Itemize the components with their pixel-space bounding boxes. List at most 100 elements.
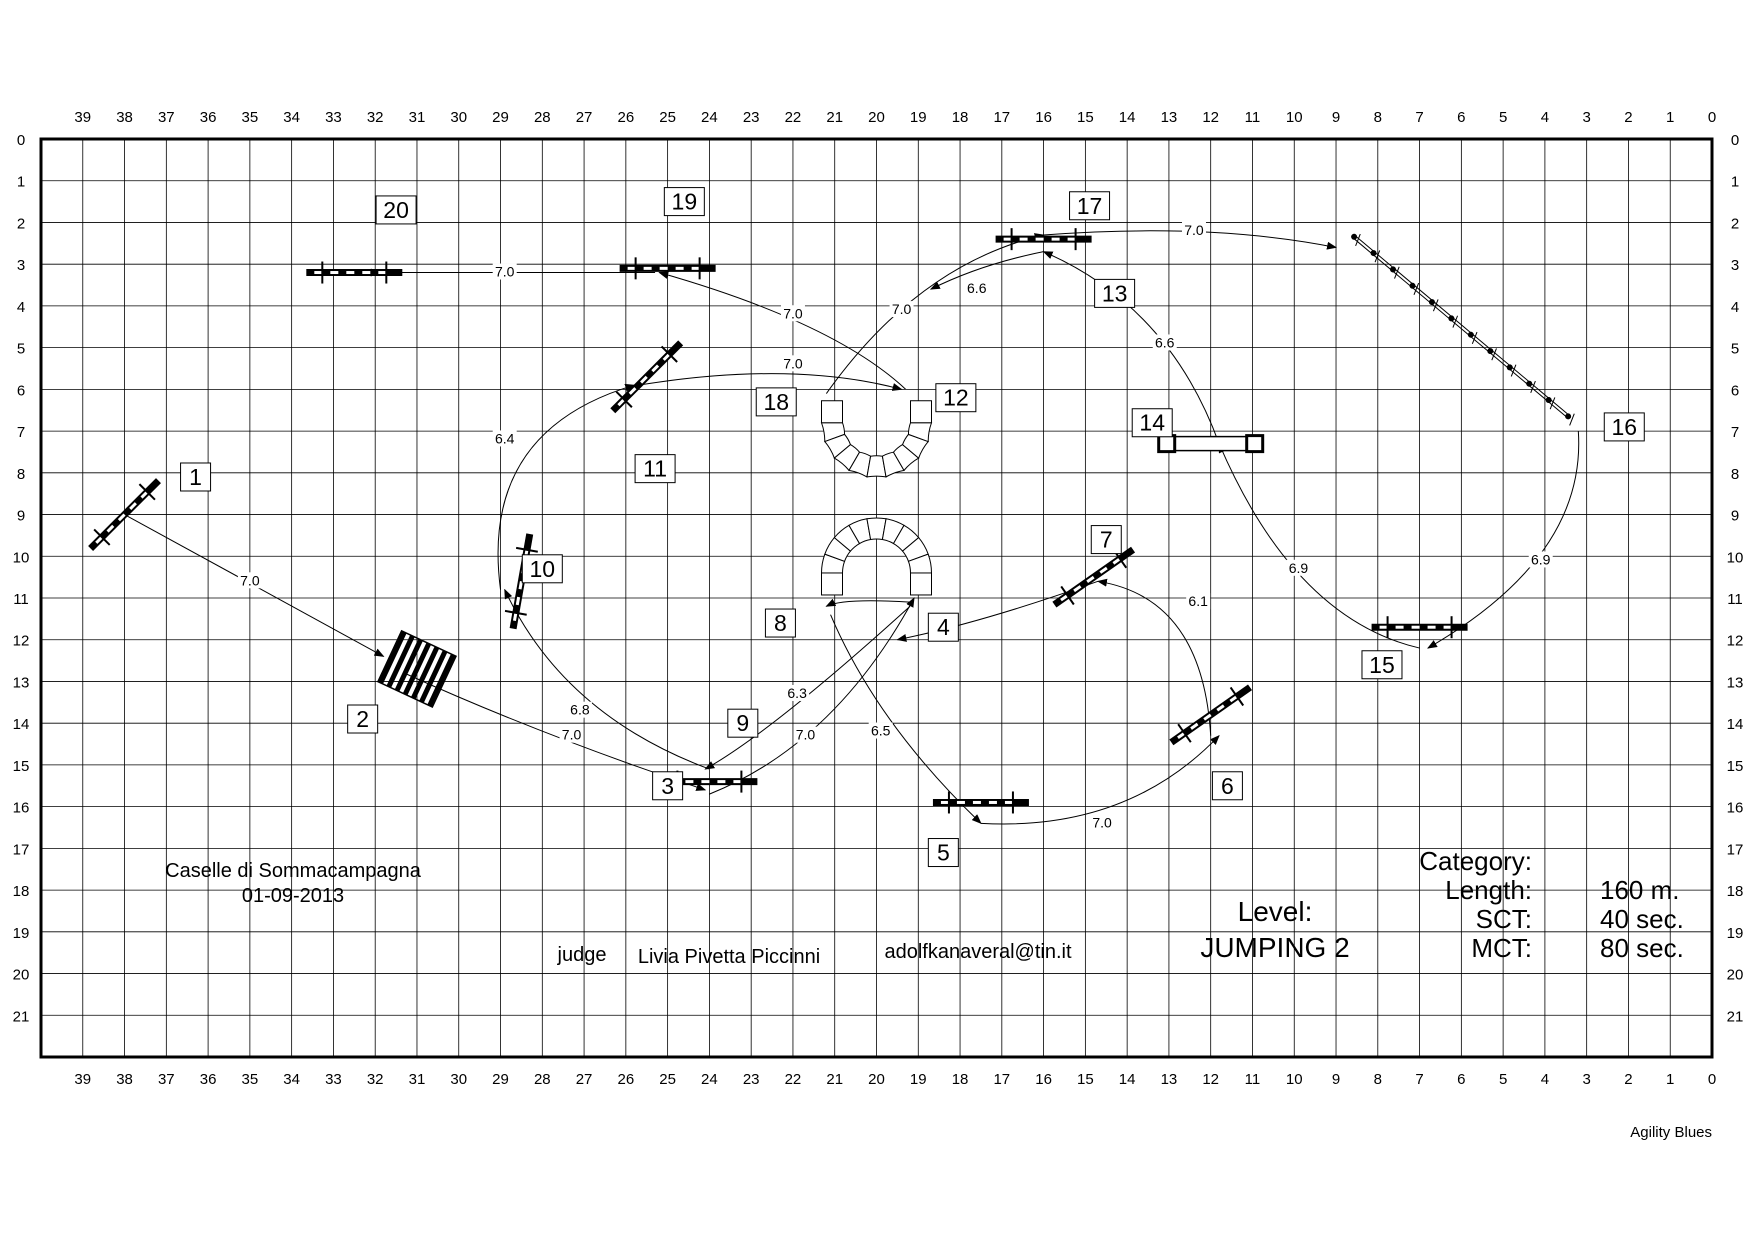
path-segment [504,588,710,770]
x-axis-label: 7 [1415,1071,1423,1088]
y-axis-label: 8 [1731,466,1739,483]
number-box [927,612,959,642]
path-segment [704,605,911,770]
x-axis-label: 18 [952,109,969,126]
number-label: 6 [1221,773,1234,799]
number-label: 13 [1102,280,1128,306]
weave-mark [1355,233,1361,247]
x-axis-label: 21 [826,109,843,126]
x-axis-label: 38 [116,109,133,126]
weave-pole [1506,364,1513,371]
rack-slat [402,642,432,696]
sct-label: SCT: [1476,904,1532,934]
x-axis-label: 11 [1245,109,1261,126]
jump-stripe [512,612,518,621]
y-axis-label: 9 [1731,508,1739,525]
obstacle-tunnel-arc [820,517,933,596]
y-axis-label: 18 [13,883,30,900]
distance-label-bg [793,726,818,743]
distance-label: 7.0 [562,727,582,743]
x-axis-label: 28 [534,109,551,126]
weave-pole [1428,299,1435,306]
distance-label: 6.4 [495,430,515,446]
y-axis-label: 0 [1731,132,1739,149]
path-segment [497,383,636,590]
x-axis-label: 18 [952,1071,969,1088]
rack-slat [427,653,456,707]
jump-wing [515,546,538,553]
x-axis-label: 30 [450,1071,467,1088]
y-axis-label: 19 [13,925,30,942]
x-axis-label: 15 [1077,1071,1094,1088]
number-label: 7 [1100,527,1113,553]
distance-label-bg [559,726,584,743]
x-axis-label: 14 [1119,1071,1136,1088]
number-box [1069,191,1111,221]
distance-label: 7.0 [1184,222,1204,238]
obstacle-tunnel-arc-bottom [820,400,933,478]
path-segment [658,271,907,390]
jump-stripe [95,536,103,544]
number-label: 14 [1139,410,1165,436]
weave-pole [1409,282,1416,289]
x-axis-label: 3 [1583,1071,1591,1088]
obstacle-jump [88,478,161,551]
y-axis-label: 1 [17,174,25,191]
distance-label: 7.0 [783,305,803,321]
x-axis-label: 33 [325,109,342,126]
path-segment [1218,442,1420,649]
path-segment [929,251,1044,290]
rack-slat [419,650,448,703]
y-axis-label: 4 [1731,299,1739,316]
distance-label: 6.9 [1289,560,1309,576]
judge-label: judge [557,944,607,966]
y-axis-label: 21 [1727,1008,1744,1025]
x-axis-label: 19 [910,109,927,126]
x-axis-label: 32 [367,109,384,126]
distance-label-bg [889,301,914,318]
weave-pole [1351,233,1358,240]
distance-label-bg [1152,334,1177,351]
x-axis-label: 17 [993,1071,1010,1088]
number-label: 11 [643,456,667,482]
jump-stripe [640,375,648,384]
distance-label-bg [1186,593,1211,610]
path-segment [1042,251,1220,444]
obstacle-jump [1169,684,1253,746]
jump-stripe [1177,731,1186,740]
jump-stripe [1203,713,1212,721]
level-label: Level: [1238,896,1313,927]
number-box [1131,408,1173,438]
x-axis-label: 5 [1499,1071,1507,1088]
jump-wing [660,345,678,363]
level-value: JUMPING 2 [1200,932,1349,963]
x-axis-label: 31 [409,109,426,126]
number-box [663,187,705,217]
x-axis-label: 14 [1119,109,1136,126]
x-axis-label: 24 [701,1071,718,1088]
distance-label: 6.6 [1155,334,1175,350]
y-axis-label: 10 [1727,549,1744,566]
distance-label-bg [237,572,262,589]
number-label: 15 [1369,652,1395,678]
tunnel-leg [821,400,843,424]
distance-label-bg [1181,221,1206,238]
jump-stripe [1099,566,1108,574]
weave-pole [1467,331,1474,338]
x-axis-label: 4 [1541,1071,1549,1088]
jump-stripe [518,581,523,590]
number-label: 9 [736,710,749,736]
path-segment [830,614,982,825]
number-label: 3 [661,773,674,799]
x-axis-label: 12 [1202,1071,1219,1088]
x-axis-label: 25 [659,1071,676,1088]
distance-label: 7.0 [240,572,260,588]
number-label: 17 [1077,193,1103,219]
number-box [1211,771,1243,801]
x-axis-label: 9 [1332,1071,1340,1088]
y-axis-label: 10 [13,549,30,566]
y-axis-label: 21 [13,1008,30,1025]
x-axis-label: 29 [492,1071,509,1088]
